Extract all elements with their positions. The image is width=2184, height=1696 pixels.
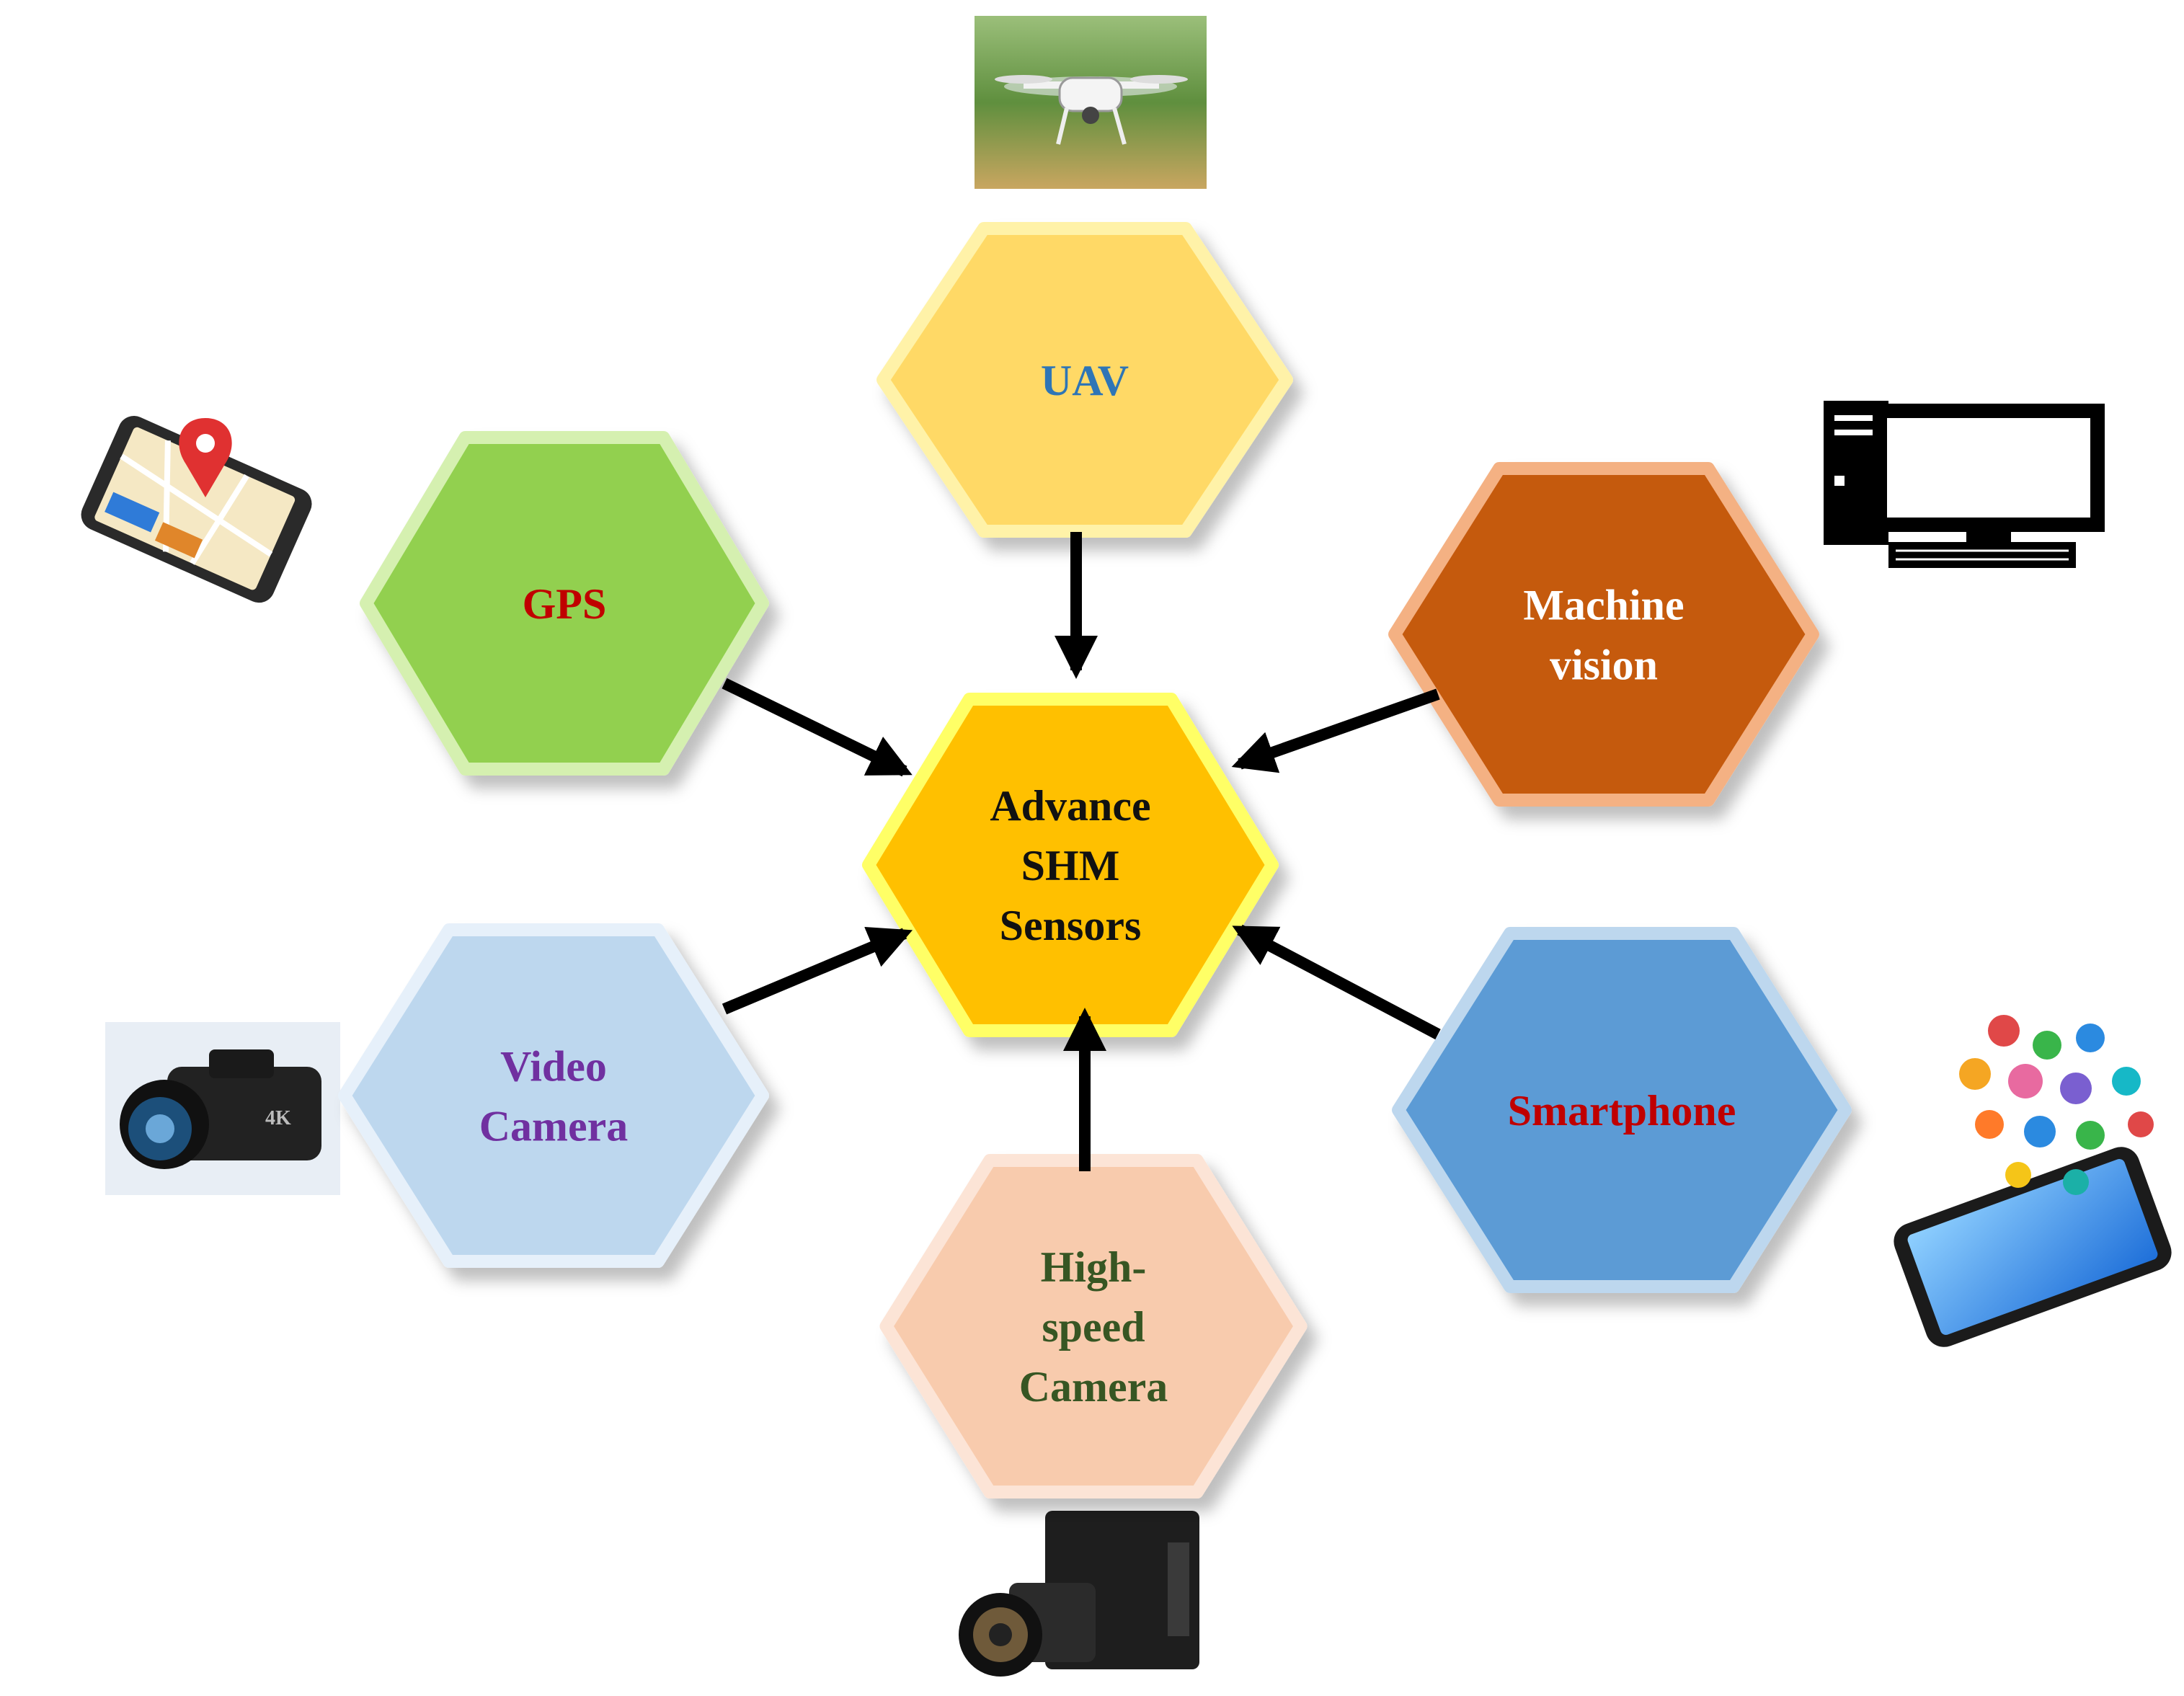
hexagon-label-line: Video xyxy=(500,1043,607,1091)
hexagon-shape xyxy=(876,222,1293,538)
hexagon-label-line: Camera xyxy=(1019,1363,1168,1411)
hexagon-shape xyxy=(338,923,769,1268)
hexagon-label-line: UAV xyxy=(1041,357,1129,404)
camcorder-photo: 4K xyxy=(105,1022,340,1195)
svg-text:4K: 4K xyxy=(265,1107,291,1129)
drone-photo xyxy=(975,16,1207,189)
hexagon-shape xyxy=(879,1154,1308,1499)
hexagon-uav: UAV xyxy=(876,222,1293,538)
hexagon-label-line: Camera xyxy=(479,1102,629,1150)
smartphone-map-icon xyxy=(81,416,312,603)
smartphone-apps-icon xyxy=(1894,1015,2172,1347)
hexagon-label-line: Machine xyxy=(1523,582,1684,629)
desktop-computer-icon xyxy=(1824,401,2105,568)
hexagon-label-line: Advance xyxy=(990,782,1150,830)
hexagon-label-line: GPS xyxy=(523,580,607,628)
arrow-video-camera-to-center xyxy=(722,926,913,1015)
hexagon-shape xyxy=(1392,927,1852,1293)
hexagon-label-line: Smartphone xyxy=(1508,1087,1736,1135)
hexagon-label-line: Sensors xyxy=(1000,902,1142,949)
hexagon-smartphone: Smartphone xyxy=(1392,927,1852,1293)
arrow-smartphone-to-center xyxy=(1232,924,1441,1040)
hexagon-shape xyxy=(360,431,769,776)
hexagon-shape xyxy=(1388,462,1819,807)
hexagon-label-line: SHM xyxy=(1021,842,1120,889)
hexagon-shape xyxy=(862,693,1279,1037)
arrow-gps-to-center xyxy=(722,678,913,777)
arrow-layer xyxy=(722,532,1441,1171)
hexagon-label-line: vision xyxy=(1550,641,1658,688)
hexagon-gps: GPS xyxy=(360,431,769,776)
arrow-machine-vision-to-center xyxy=(1231,688,1440,773)
high-speed-camera-photo xyxy=(959,1496,1204,1682)
hexagon-label-line: speed xyxy=(1042,1303,1145,1351)
hexagon-label-line: High- xyxy=(1041,1243,1147,1291)
hexagon-machine-vision: Machine vision xyxy=(1388,462,1819,807)
